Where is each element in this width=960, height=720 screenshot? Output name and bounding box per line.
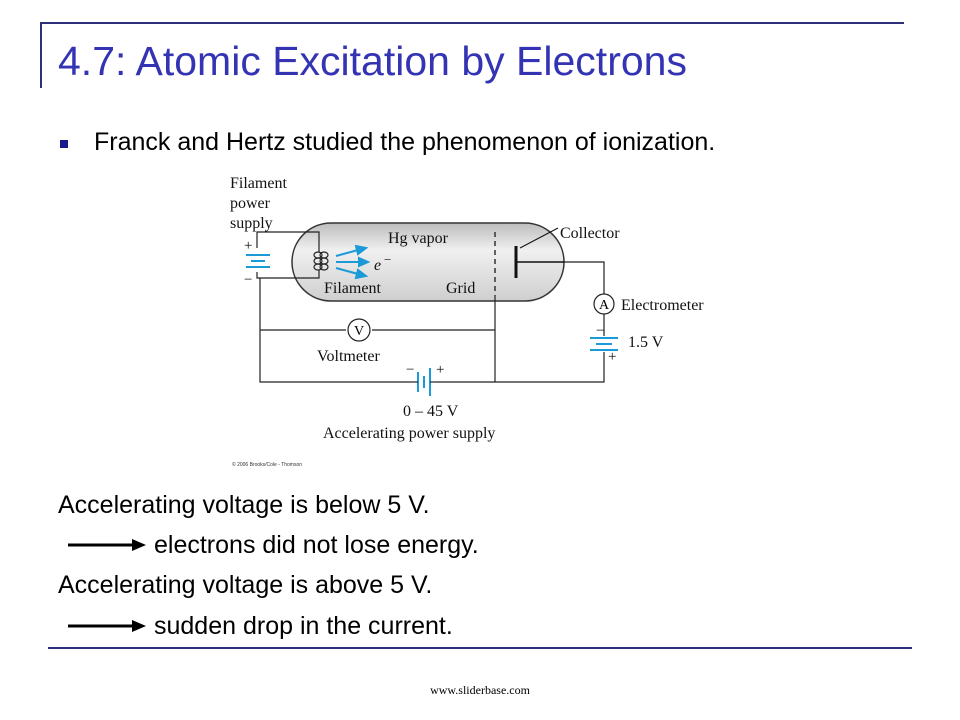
- label-battery-plus: +: [608, 349, 616, 365]
- title-frame-top: [40, 22, 904, 24]
- label-supply-range: 0 – 45 V: [403, 403, 459, 420]
- label-grid: Grid: [446, 280, 475, 297]
- battery-1-5v-icon: [590, 337, 618, 351]
- label-electron-sup: −: [384, 252, 391, 267]
- label-fil-minus: −: [244, 272, 252, 288]
- line-no-energy-loss: electrons did not lose energy.: [154, 531, 479, 559]
- label-hg-vapor: Hg vapor: [388, 230, 449, 247]
- collector-leader: [519, 227, 559, 249]
- label-filament-supply-1: Filament: [230, 175, 287, 192]
- bullet-square-icon: [60, 140, 68, 148]
- line-above-5v: Accelerating voltage is above 5 V.: [58, 571, 433, 599]
- label-battery-voltage: 1.5 V: [628, 334, 664, 351]
- footer-rule: [48, 647, 912, 649]
- footer-site: www.sliderbase.com: [430, 683, 530, 697]
- accelerating-battery-icon: [417, 368, 431, 396]
- label-filament-supply-3: supply: [230, 215, 273, 232]
- label-voltmeter: Voltmeter: [317, 348, 380, 365]
- label-electron: e: [374, 257, 381, 274]
- voltmeter-icon: [347, 318, 371, 342]
- label-collector: Collector: [560, 225, 620, 242]
- arrow-right-icon: [68, 620, 146, 632]
- filament-battery-icon: [246, 254, 270, 268]
- bullet-text: Franck and Hertz studied the phenomenon …: [94, 128, 716, 156]
- label-battery-minus: −: [596, 323, 604, 339]
- voltmeter-symbol: V: [354, 324, 364, 339]
- slide-title: 4.7: Atomic Excitation by Electrons: [58, 38, 687, 84]
- franck-hertz-diagram: A V Filament power supply + − Hg vapor e…: [230, 175, 704, 468]
- title-frame-left: [40, 22, 42, 88]
- label-accel-minus: −: [406, 362, 414, 378]
- label-accel-plus: +: [436, 362, 444, 378]
- ammeter-symbol: A: [599, 298, 610, 313]
- ammeter-icon: [593, 293, 615, 315]
- electron-arrows-icon: [335, 244, 371, 280]
- label-accelerating-supply: Accelerating power supply: [323, 425, 495, 442]
- line-below-5v: Accelerating voltage is below 5 V.: [58, 491, 430, 519]
- label-electrometer: Electrometer: [621, 297, 704, 314]
- diagram-copyright: © 2006 Brooks/Cole - Thomson: [232, 461, 302, 468]
- label-filament-supply-2: power: [230, 195, 271, 212]
- label-fil-plus: +: [244, 238, 252, 254]
- filament-coil-icon: [313, 251, 329, 271]
- arrow-right-icon: [68, 539, 146, 551]
- line-current-drop: sudden drop in the current.: [154, 612, 453, 640]
- label-filament: Filament: [324, 280, 381, 297]
